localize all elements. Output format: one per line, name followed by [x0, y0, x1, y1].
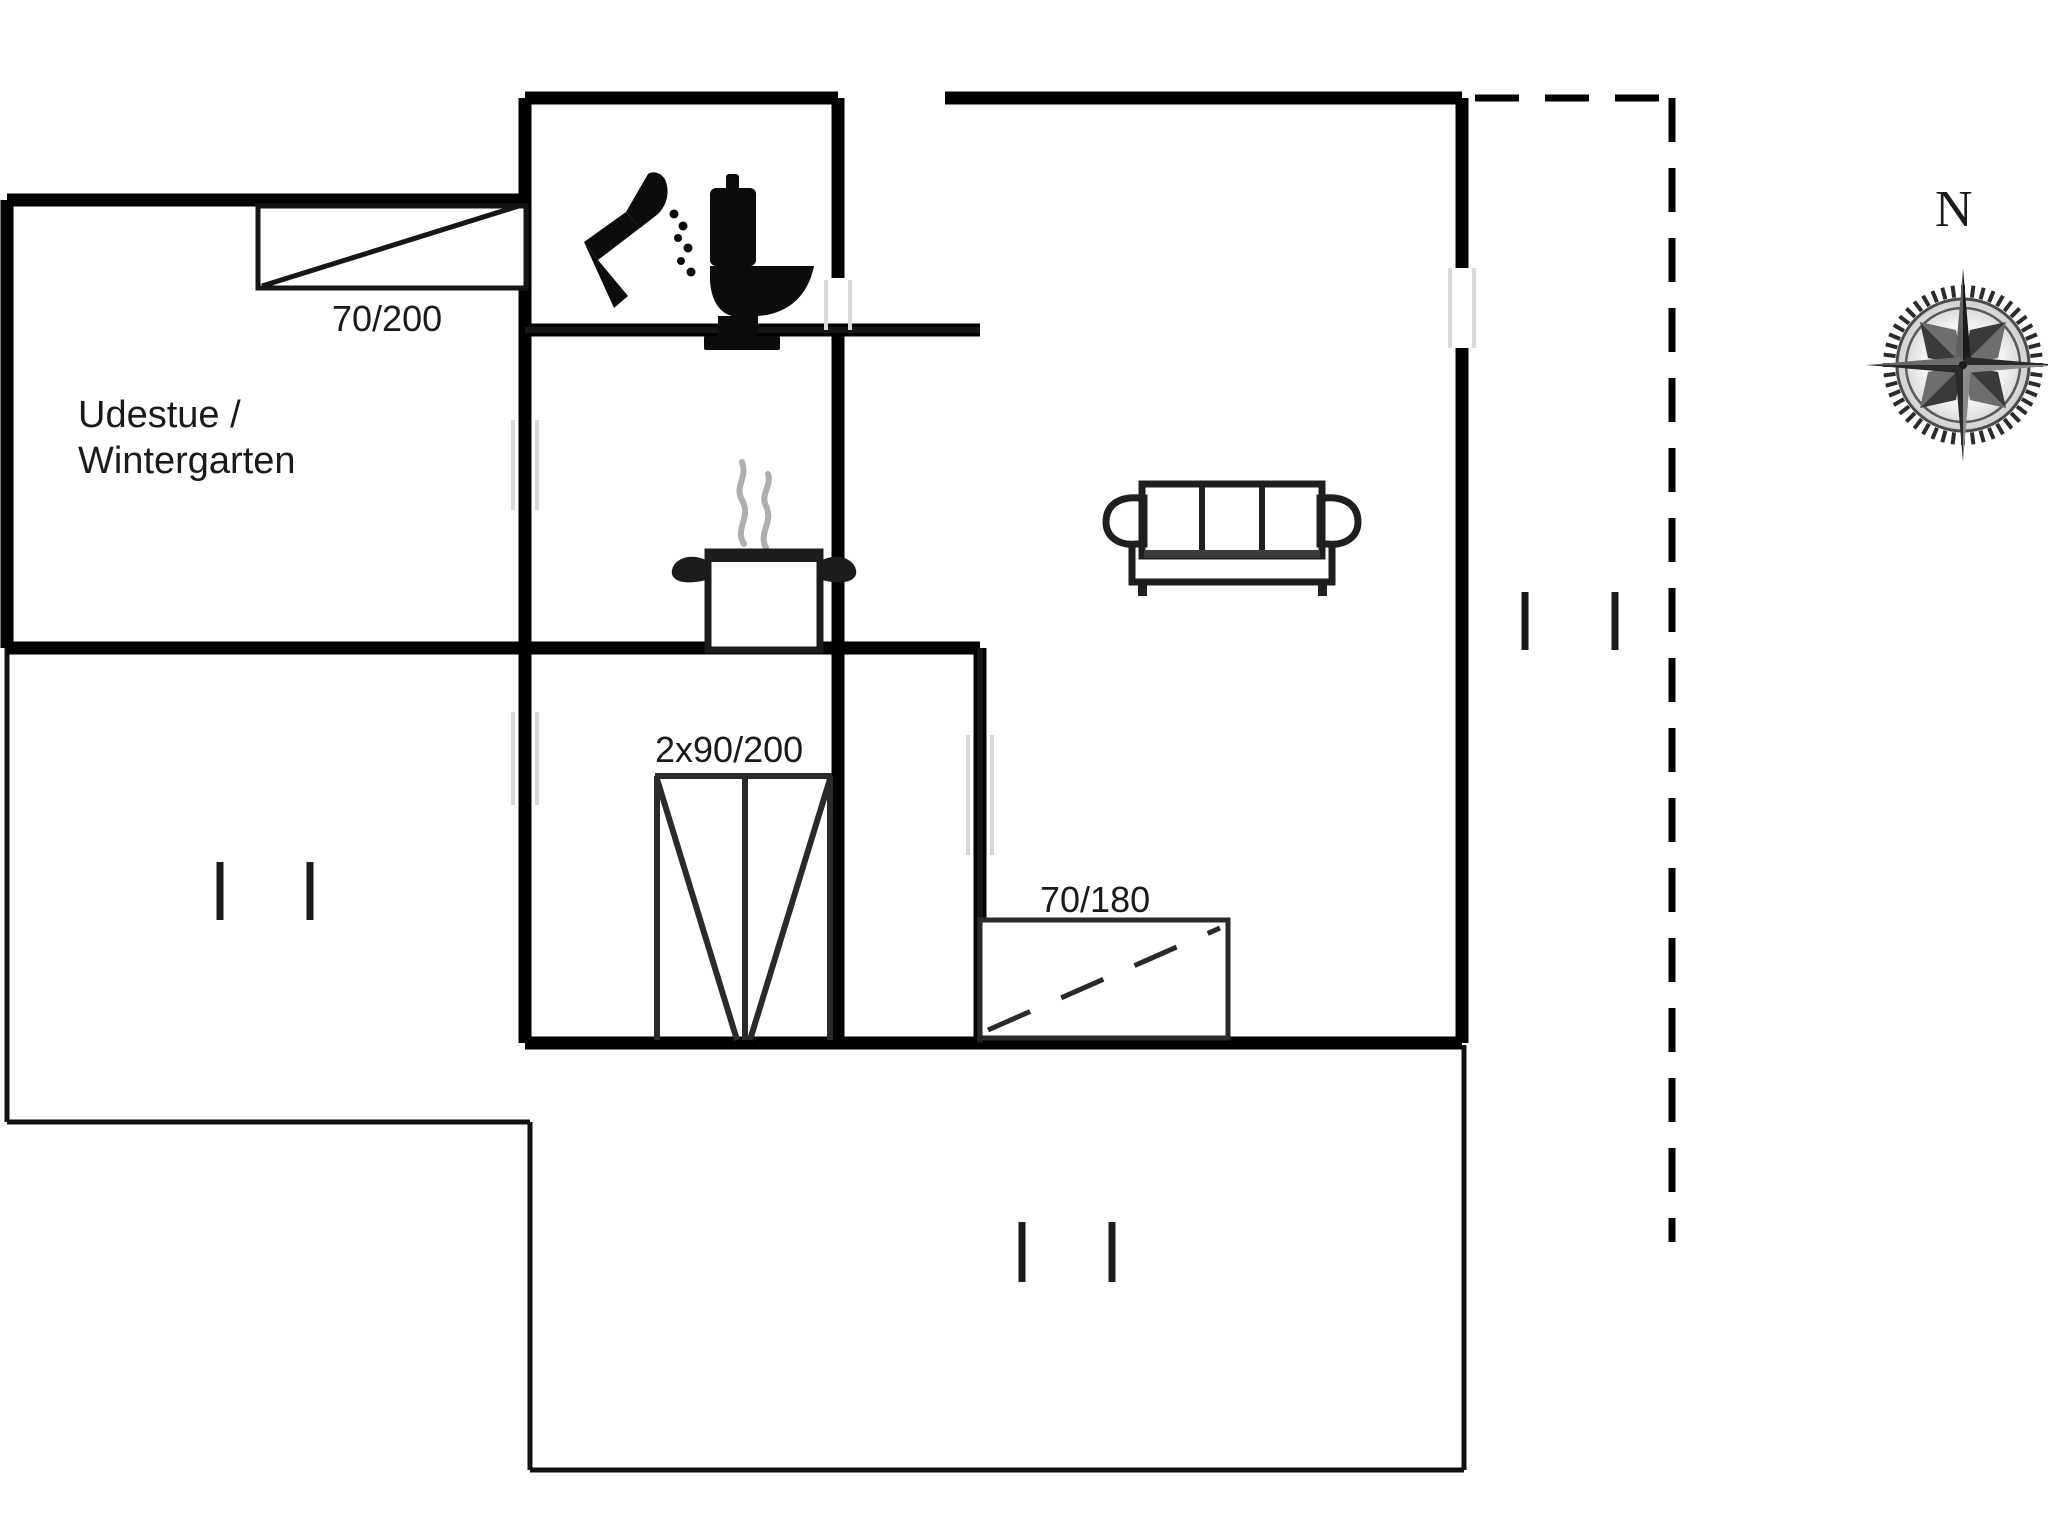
compass-tooth — [1888, 332, 1901, 341]
compass-tooth — [1940, 287, 1948, 300]
compass-tooth — [1969, 285, 1976, 298]
compass-tooth — [1888, 389, 1901, 398]
compass-rose-icon — [1858, 250, 2048, 480]
compass-tooth — [1898, 314, 1911, 326]
compass-tooth — [1995, 294, 2005, 308]
compass-tooth — [1892, 397, 1906, 407]
compass-tooth — [2025, 332, 2038, 341]
compass-cardinal-points — [1866, 268, 2048, 462]
compass-tooth — [1892, 323, 1906, 333]
compass-tooth — [1921, 422, 1931, 436]
compass-tooth — [1885, 380, 1898, 388]
window-openings — [511, 268, 1476, 855]
dashed-boundary — [1475, 94, 1676, 1242]
door-2x90-200 — [654, 773, 833, 1041]
compass-tooth — [2030, 371, 2043, 378]
compass-tooth — [1978, 287, 1986, 300]
compass-tooth — [1905, 411, 1917, 423]
terrace-outline — [4, 200, 1467, 1473]
room-label-line-2: Wintergarten — [78, 440, 296, 483]
compass-tooth — [1905, 307, 1917, 319]
compass-tooth — [1883, 371, 1896, 378]
room-label-udestue-wintergarten: Udestue /Wintergarten — [78, 392, 296, 485]
compass-north-letter: N — [1935, 181, 1973, 238]
compass-tooth — [2025, 389, 2038, 398]
cooking-pot-icon — [671, 459, 857, 654]
compass-tooth — [2015, 314, 2028, 326]
compass-tooth — [2002, 417, 2014, 430]
compass-rose-drawing — [1866, 268, 2048, 462]
compass-tooth — [1898, 404, 1911, 416]
door-70-200 — [255, 202, 529, 291]
shower-icon — [584, 172, 696, 308]
dimension-label-entrance-door: 70/200 — [332, 298, 443, 339]
toilet-icon — [704, 174, 814, 350]
compass-tooth — [1885, 342, 1898, 350]
compass-center-dot — [1959, 361, 1967, 369]
compass-tooth — [2020, 323, 2034, 333]
compass-tooth — [1950, 432, 1957, 445]
level-tick-marks — [216, 592, 1619, 1282]
door-70-180 — [977, 917, 1231, 1041]
compass-tooth — [2002, 300, 2014, 313]
compass-tooth — [1969, 432, 1976, 445]
compass-tooth — [2028, 342, 2041, 350]
compass-tooth — [2009, 307, 2021, 319]
compass-tooth — [2020, 397, 2034, 407]
compass-tooth — [1978, 430, 1986, 443]
interior-partitions — [525, 327, 983, 1043]
compass-tooth — [2009, 411, 2021, 423]
compass-tooth — [1940, 430, 1948, 443]
compass-tooth — [1987, 290, 1996, 303]
compass-tooth — [2015, 404, 2028, 416]
dimension-label-side-door: 70/180 — [1040, 879, 1151, 920]
bathroom-fixtures-group — [584, 172, 814, 350]
compass-ring-teeth — [1883, 285, 2043, 445]
dimension-label-patio-double-door: 2x90/200 — [655, 729, 804, 770]
compass-tooth — [1883, 352, 1896, 359]
compass-tooth — [1995, 422, 2005, 436]
compass-tooth — [1950, 285, 1957, 298]
compass-tooth — [2028, 380, 2041, 388]
compass-tooth — [1921, 294, 1931, 308]
compass-tooth — [2030, 352, 2043, 359]
compass-tooth — [1987, 427, 1996, 440]
compass-tooth — [1912, 300, 1924, 313]
compass-tooth — [1930, 290, 1939, 303]
compass-diagonal-points — [1920, 322, 2006, 408]
compass-tooth — [1930, 427, 1939, 440]
sofa-icon — [1102, 480, 1362, 596]
room-label-line-1: Udestue / — [78, 394, 241, 436]
compass-tooth — [1912, 417, 1924, 430]
